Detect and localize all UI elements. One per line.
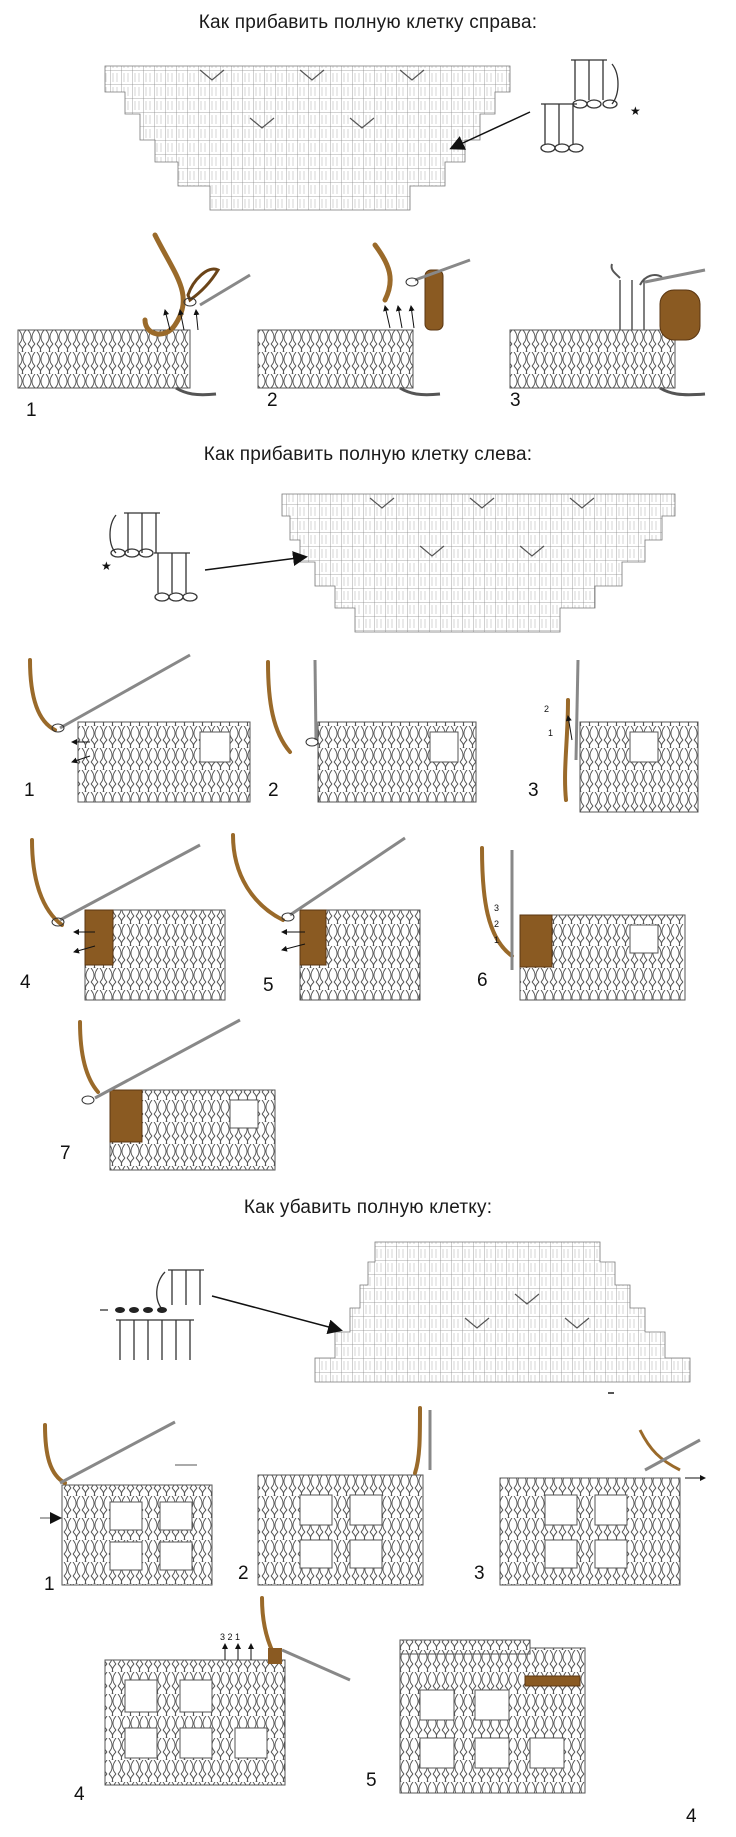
stitch-symbol [109,512,198,602]
fabric-illustration [78,1018,276,1171]
page-number: 4 [686,1806,697,1827]
step-number: 3 [510,390,521,411]
stitch-symbol [100,1269,204,1360]
svg-text:3 2 1: 3 2 1 [220,1632,240,1642]
fabric-illustration [399,1639,586,1794]
star-marker-icon: ★ [101,559,112,573]
fabric-illustration: 3 2 1 [104,1596,351,1786]
step-number: 1 [26,400,37,421]
fabric-illustration: 2 1 [544,659,699,813]
section-title-right: Как прибавить полную клетку справа: [198,12,538,33]
step-number: 4 [74,1784,85,1805]
crochet-hook-icon [414,258,471,282]
step-number: 7 [60,1143,71,1164]
crochet-hook-icon [59,843,201,922]
filet-chart [314,1241,691,1394]
stitch-symbol [540,59,619,153]
step-number: 5 [263,975,274,996]
fabric-illustration [30,838,226,1001]
arrow-icon [211,1295,343,1335]
crochet-hook-icon [574,659,580,761]
fabric-illustration [509,263,706,397]
step-number: 2 [238,1563,249,1584]
fabric-illustration: 3 2 1 [480,846,686,1001]
fabric-illustration [28,653,251,803]
fabric-illustration [257,1406,432,1586]
step-number: 4 [20,972,31,993]
crochet-hook-icon [59,1420,176,1485]
crochet-hook-icon [644,268,706,284]
step-number: 6 [477,970,488,991]
arrow-icon [449,111,531,150]
step-number: 2 [268,780,279,801]
svg-text:1: 1 [548,728,553,738]
star-marker-icon: ★ [630,104,641,118]
step-number: 2 [267,390,278,411]
fabric-illustration [17,232,251,397]
step-number: 1 [24,780,35,801]
crochet-hook-icon [313,659,318,741]
filet-chart [281,493,676,633]
svg-text:1: 1 [494,935,499,945]
step-number: 3 [528,780,539,801]
step-number: 5 [366,1770,377,1791]
arrow-icon [204,551,308,571]
step-number: 3 [474,1563,485,1584]
step-number: 1 [44,1574,55,1595]
svg-text:3: 3 [494,903,499,913]
crochet-hook-icon [289,836,406,917]
fabric-illustration [40,1420,213,1586]
fabric-illustration [231,833,421,1001]
section-title-decrease: Как убавить полную клетку: [243,1197,493,1218]
crochet-hook-icon [59,653,191,730]
section-title-left: Как прибавить полную клетку слева: [203,444,533,465]
fabric-illustration [257,242,471,397]
svg-text:2: 2 [544,704,549,714]
crochet-hook-icon [281,1648,351,1682]
filet-chart [104,65,511,211]
svg-text:2: 2 [494,919,499,929]
fabric-illustration [266,659,477,803]
crochet-hook-icon [94,1018,241,1100]
fabric-illustration [499,1429,706,1586]
crochet-hook-icon [199,273,251,307]
crochet-hook-icon [644,1438,701,1472]
chain-dots [115,1307,167,1313]
